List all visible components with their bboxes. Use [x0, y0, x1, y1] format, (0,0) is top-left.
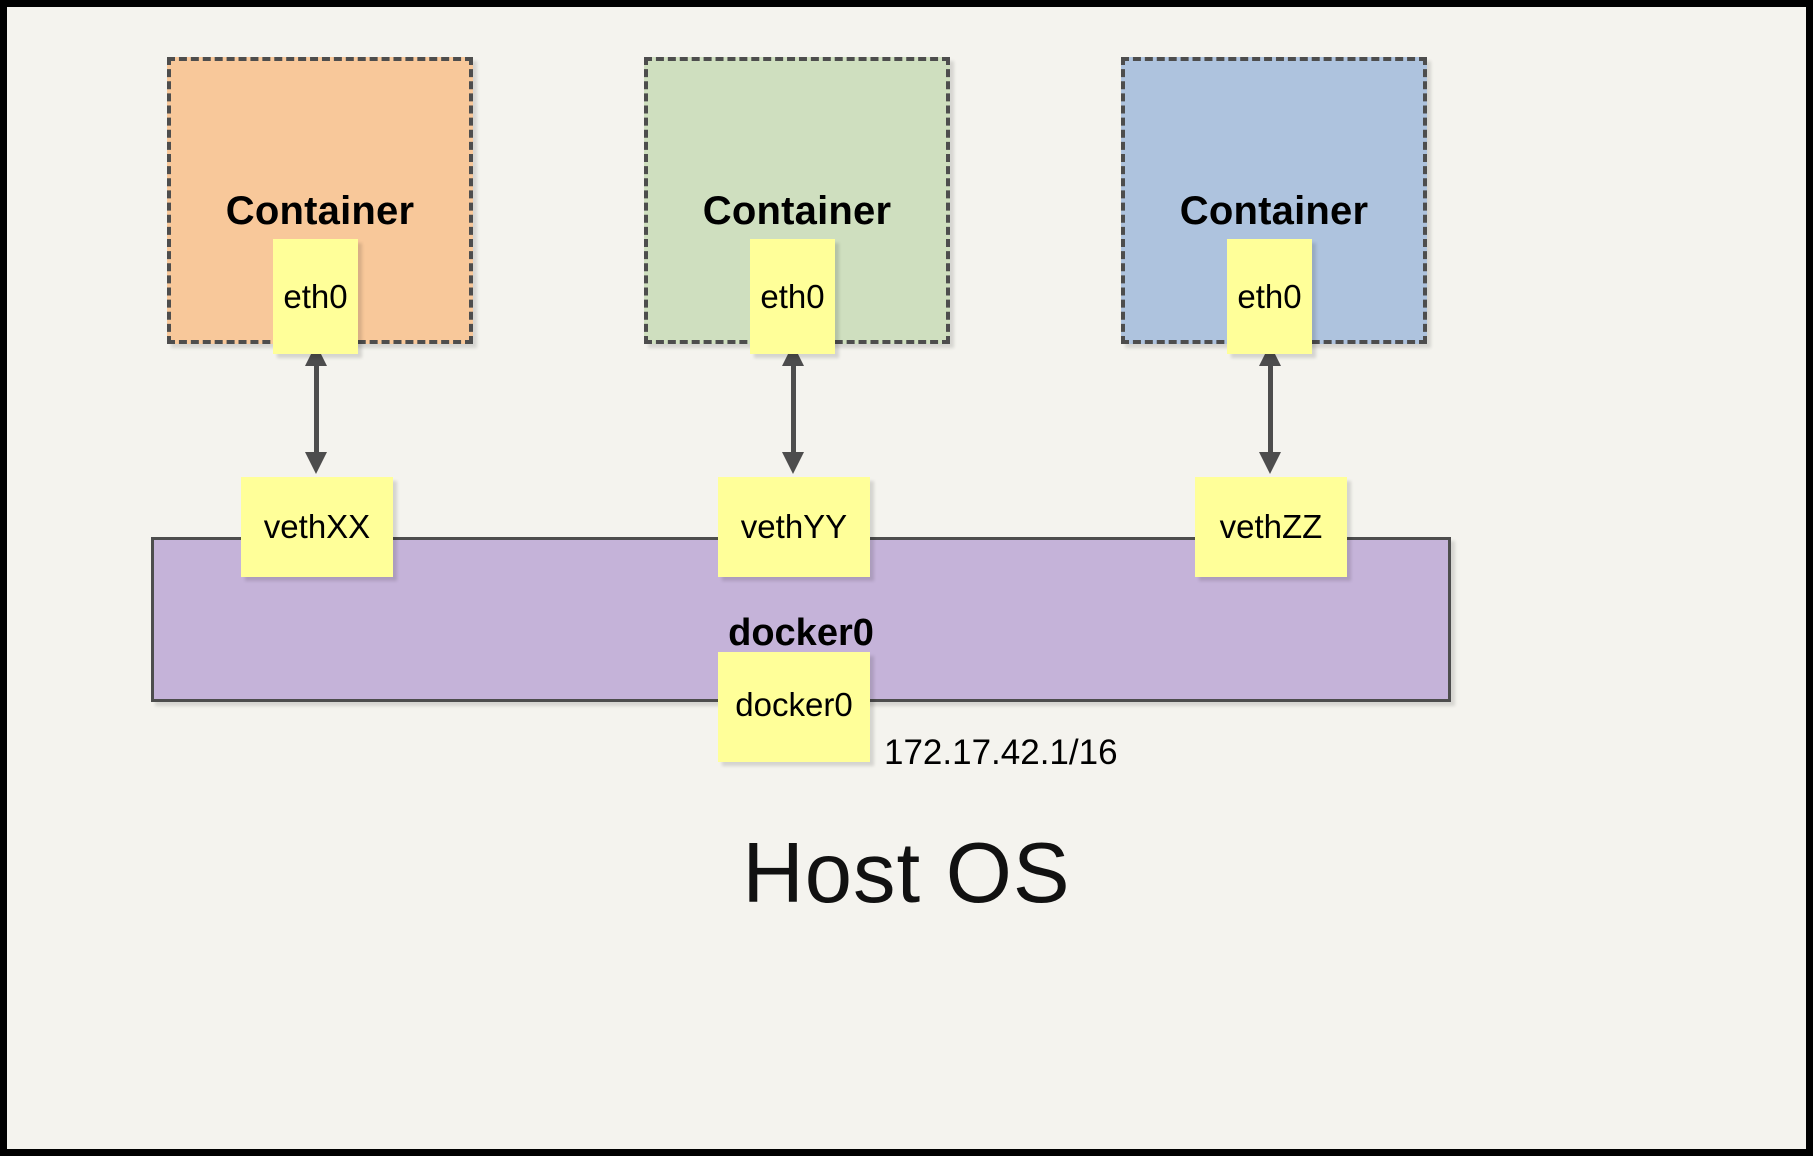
docker0-ip-label: 172.17.42.1/16: [884, 733, 1118, 772]
arrow-head-down-2: [782, 452, 804, 474]
arrow-head-down-1: [305, 452, 327, 474]
docker0-bridge-label: docker0: [728, 612, 874, 654]
veth-label-3: vethZZ: [1219, 508, 1323, 545]
arrow-shaft-2: [791, 360, 796, 458]
container-title-3: Container: [1179, 189, 1369, 233]
veth-box-3: vethZZ: [1195, 477, 1347, 577]
veth-link-arrow-2: [782, 344, 804, 474]
eth0-box-2: eth0: [750, 239, 835, 354]
docker0-interface-label: docker0: [735, 686, 853, 723]
veth-box-2: vethYY: [718, 477, 870, 577]
veth-box-1: vethXX: [241, 477, 393, 577]
arrow-head-down-3: [1259, 452, 1281, 474]
docker0-interface-box: docker0: [718, 652, 870, 762]
eth0-label-3: eth0: [1237, 277, 1302, 315]
veth-link-arrow-3: [1259, 344, 1281, 474]
arrow-shaft-3: [1268, 360, 1273, 458]
arrow-shaft-1: [314, 360, 319, 458]
eth0-box-1: eth0: [273, 239, 358, 354]
veth-label-2: vethYY: [740, 508, 848, 545]
veth-link-arrow-1: [305, 344, 327, 474]
host-os-label: Host OS: [742, 826, 1071, 921]
veth-label-1: vethXX: [263, 508, 371, 545]
eth0-label-1: eth0: [283, 277, 348, 315]
container-title-2: Container: [702, 189, 892, 233]
eth0-label-2: eth0: [760, 277, 825, 315]
eth0-box-3: eth0: [1227, 239, 1312, 354]
container-title-1: Container: [225, 189, 415, 233]
